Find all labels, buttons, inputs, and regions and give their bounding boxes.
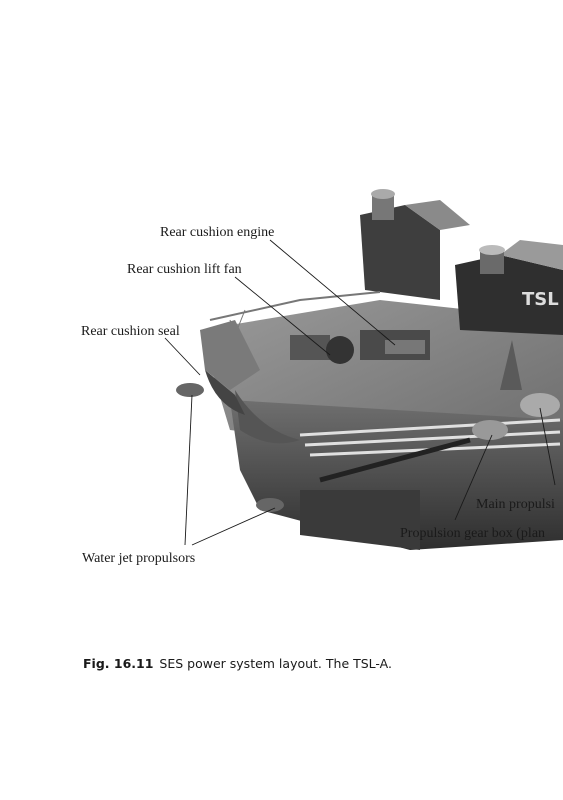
leader-lines <box>164 239 556 546</box>
label-rear-cushion-lift-fan: Rear cushion lift fan <box>127 262 242 277</box>
label-rear-cushion-engine: Rear cushion engine <box>160 225 274 240</box>
figure-caption: Fig. 16.11 SES power system layout. The T… <box>83 656 392 671</box>
label-main-propulsion: Main propulsi <box>476 497 555 512</box>
label-rear-cushion-seal: Rear cushion seal <box>81 324 180 339</box>
ship-drawing: TSL <box>176 189 563 550</box>
label-water-jet-propulsors: Water jet propulsors <box>82 551 195 566</box>
hull-badge: TSL <box>522 289 559 310</box>
figure-number: Fig. 16.11 <box>83 656 154 671</box>
label-propulsion-gear-box: Propulsion gear box (plan <box>400 526 545 541</box>
figure-caption-text: SES power system layout. The TSL-A. <box>159 656 392 671</box>
